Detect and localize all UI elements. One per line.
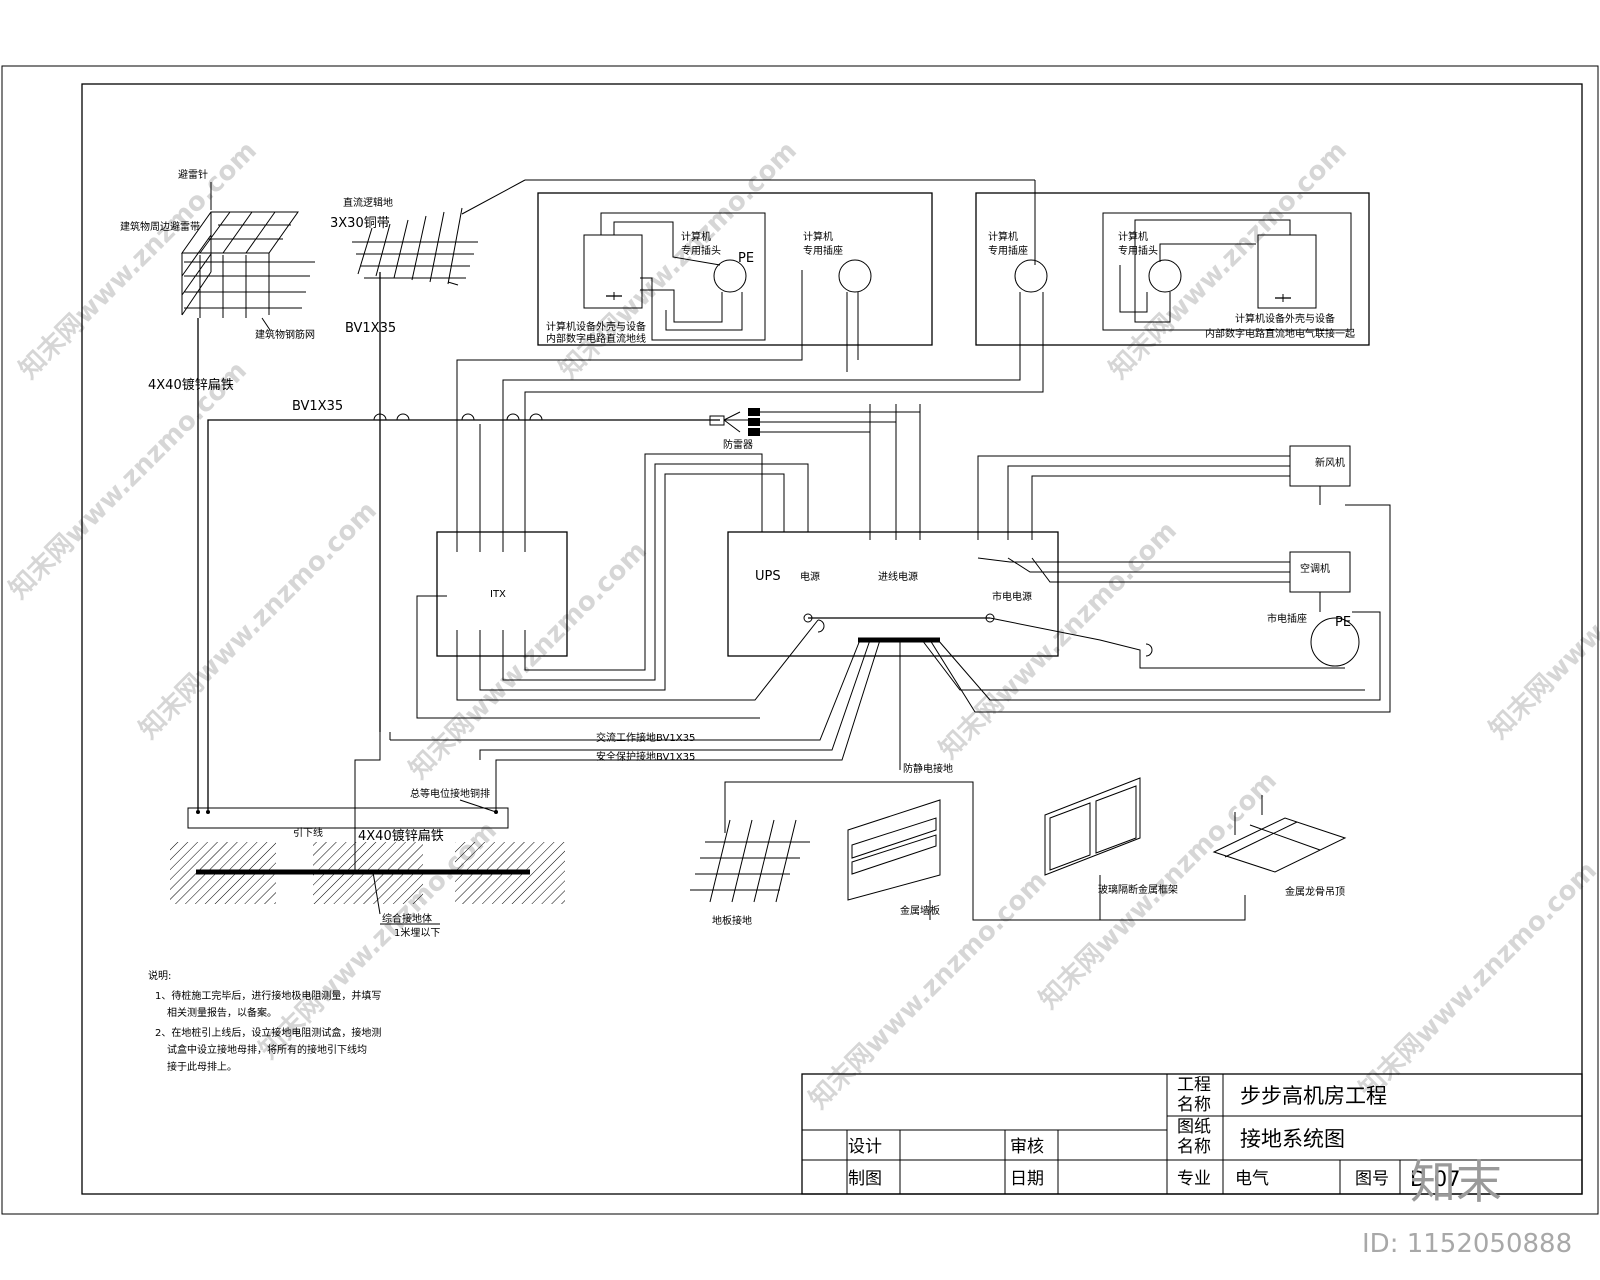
- pe-label-left: PE: [738, 251, 754, 266]
- project-label-1: 工程: [1177, 1075, 1211, 1095]
- watermark-text: 知末网www.znzmo.com: [4, 356, 253, 605]
- pc-plug-left-label: 计算机: [681, 230, 711, 243]
- bv-horizontal-bus: [207, 419, 720, 810]
- ac-ground-label: 交流工作接地BV1X35: [596, 731, 695, 744]
- watermark-logo: 知末: [1410, 1155, 1502, 1209]
- dc-ground-label: 直流逻辑地: [343, 196, 393, 209]
- equipment-group-left: [537, 192, 933, 346]
- metal-wall-panel: [847, 799, 941, 901]
- pc-equipment-left-label-2: 内部数字电路直流地线: [546, 332, 646, 345]
- floor-ground-label: 地板接地: [712, 914, 752, 927]
- building-lightning-grid: [181, 182, 315, 318]
- pc-plug-right-label: 计算机: [1118, 230, 1148, 243]
- pc-plug-left-symbol: [713, 259, 747, 293]
- design-label: 设计: [848, 1137, 882, 1157]
- pc-socket-1-label: 计算机: [803, 230, 833, 243]
- metal-ceiling-frame: [1212, 795, 1347, 873]
- surge-arrester: [709, 408, 920, 436]
- draft-label: 制图: [848, 1169, 882, 1189]
- lightning-rod-label: 避雷针: [178, 168, 208, 181]
- transformer-mark: ITX: [490, 589, 506, 600]
- note-2-line-2: 试盒中设立接地母排，将所有的接地引下线均: [167, 1043, 367, 1056]
- mains-socket-label: 市电插座: [1267, 612, 1307, 625]
- down-conductor-label: 引下线: [293, 826, 323, 839]
- discipline-value: 电气: [1235, 1169, 1269, 1189]
- drawing-no-label: 图号: [1355, 1169, 1389, 1189]
- project-name: 步步高机房工程: [1240, 1084, 1387, 1108]
- watermark-text: 知末网www.znzmo.com: [14, 136, 263, 385]
- note-1-line-1: 1、待桩施工完毕后，进行接地极电阻测量，并填写: [155, 989, 381, 1002]
- note-2-line-3: 接于此母排上。: [167, 1060, 237, 1073]
- surge-arrester-label: 防雷器: [723, 438, 753, 451]
- grounding-depth-label: 1米埋以下: [394, 926, 440, 939]
- flat-steel-label: 4X40镀锌扁铁: [148, 377, 234, 393]
- mains-power-label: 市电电源: [992, 590, 1032, 603]
- watermark-text: 知末网www.znzmo.com: [804, 866, 1053, 1115]
- review-label: 审核: [1010, 1137, 1044, 1157]
- floor-grid: [690, 819, 810, 903]
- drawing-label-1: 图纸: [1177, 1117, 1211, 1137]
- pc-socket-2-label: 计算机: [988, 230, 1018, 243]
- equipment-group-right: [1102, 212, 1352, 331]
- bv-vertical-label: BV1X35: [345, 321, 396, 336]
- note-1-line-2: 相关测量报告，以备案。: [167, 1006, 277, 1019]
- glass-partition-label: 玻璃隔断金属框架: [1098, 883, 1178, 896]
- crossover-arcs: [373, 413, 543, 421]
- pe-label-socket: PE: [1335, 615, 1351, 630]
- watermark-text: 知末网www.znzmo.com: [1104, 136, 1353, 385]
- watermark-text: 知末网www.znzmo.com: [1354, 856, 1600, 1105]
- pc-socket-1-label-2: 专用插座: [803, 244, 843, 257]
- grounding-body-label: 综合接地体: [382, 912, 432, 925]
- discipline-label: 专业: [1177, 1169, 1211, 1189]
- pc-equipment-right-label: 计算机设备外壳与设备: [1235, 312, 1335, 325]
- dc-logic-ground-grid: [352, 179, 1036, 286]
- project-label-2: 名称: [1177, 1095, 1211, 1115]
- glass-partition: [1044, 777, 1141, 876]
- mains-socket-symbol: [1310, 617, 1360, 667]
- metal-ceiling-label: 金属龙骨吊顶: [1285, 885, 1345, 898]
- antistatic-label: 防静电接地: [903, 762, 953, 775]
- note-2-line-1: 2、在地桩引上线后，设立接地电阻测试盒，接地测: [155, 1026, 381, 1039]
- pc-equipment-right: [1257, 234, 1317, 309]
- pc-plug-right-symbol: [1148, 259, 1182, 293]
- image-id-text: ID: 1152050888: [1362, 1229, 1572, 1259]
- safety-ground-label: 安全保护接地BV1X35: [596, 750, 695, 763]
- power-label: 电源: [800, 570, 820, 583]
- watermark-text: 知末网www.znzmo.com: [134, 496, 383, 745]
- air-conditioner-label: 空调机: [1300, 562, 1330, 575]
- pc-equipment-left-label: 计算机设备外壳与设备: [546, 320, 646, 333]
- pc-equipment-right-label-2: 内部数字电路直流地电气联接一起: [1205, 327, 1355, 340]
- pc-socket-2-label-2: 专用插座: [988, 244, 1028, 257]
- flat-steel-low-label: 4X40镀锌扁铁: [358, 828, 444, 844]
- date-label: 日期: [1010, 1169, 1044, 1189]
- watermark-text: 知末网www.znzmo.com: [404, 536, 653, 785]
- building-strip-label: 建筑物周边避雷带: [120, 220, 200, 233]
- distribution-box: [727, 531, 1059, 657]
- metal-wall-label: 金属墙板: [900, 904, 940, 917]
- drawing-label-2: 名称: [1177, 1137, 1211, 1157]
- bv-horizontal-label: BV1X35: [292, 399, 343, 414]
- outer-border: [1, 65, 1599, 1215]
- pc-plug-right-label-2: 专用插头: [1118, 244, 1158, 257]
- title-block: 工程 名称 步步高机房工程 图纸 名称 接地系统图 设计 审核 制图 日期 专业…: [801, 1073, 1583, 1195]
- copper-strip-label: 3X30铜带: [330, 216, 390, 231]
- equipotential-bar: [187, 807, 509, 829]
- building-rebar-label: 建筑物钢筋网: [255, 328, 315, 341]
- pc-socket-2-symbol: [1014, 259, 1048, 293]
- notes-heading: 说明:: [148, 969, 171, 982]
- drawing-no-value: D-07: [1410, 1167, 1460, 1191]
- equipotential-bar-label: 总等电位接地铜排: [410, 787, 490, 800]
- pc-plug-left-label-2: 专用插头: [681, 244, 721, 257]
- equipment-group-middle: [975, 192, 1370, 346]
- drawing-name: 接地系统图: [1240, 1127, 1345, 1151]
- fresh-air-label: 新风机: [1315, 456, 1345, 469]
- notes: 说明: 1、待桩施工完毕后，进行接地极电阻测量，并填写 相关测量报告，以备案。 …: [148, 969, 381, 1073]
- pc-socket-1-symbol: [838, 259, 872, 293]
- ups-label: UPS: [755, 569, 781, 584]
- incoming-power-label: 进线电源: [878, 570, 918, 583]
- pc-equipment-left: [583, 234, 643, 309]
- isolation-transformer-box: [436, 531, 568, 657]
